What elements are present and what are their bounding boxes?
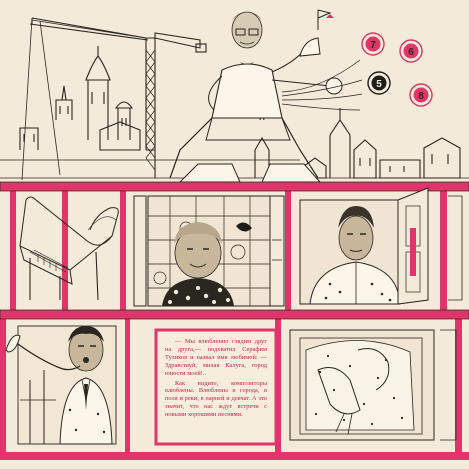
ball-7: 7	[361, 32, 385, 56]
hands-with-cloth	[289, 329, 457, 441]
caption-paragraph-2: Как видите, композиторы влюблены. Влюбле…	[165, 379, 267, 419]
conductor-figure	[169, 9, 363, 183]
city-skyline	[0, 17, 469, 181]
ball-6-label: 6	[408, 47, 414, 58]
lottery-balls: 7 6 5 8	[361, 32, 433, 107]
ball-8-label: 8	[418, 91, 424, 102]
ball-8: 8	[409, 83, 433, 107]
ball-5-label: 5	[376, 79, 382, 90]
pink-building-frame	[0, 182, 469, 469]
man-with-phonograph	[5, 325, 117, 445]
caption-paragraph-1: — Мы влюбленно глядим друг на друга,— по…	[165, 338, 267, 377]
grand-piano	[19, 196, 119, 301]
ball-5: 5	[367, 71, 391, 95]
window-woman	[133, 195, 285, 307]
ball-6: 6	[399, 39, 423, 63]
window-man	[299, 187, 463, 305]
caption-frame	[154, 328, 278, 446]
caption-text-block: — Мы влюбленно глядим друг на друга,— по…	[165, 338, 267, 438]
frame-outlines	[0, 181, 469, 320]
ball-7-label: 7	[370, 40, 376, 51]
